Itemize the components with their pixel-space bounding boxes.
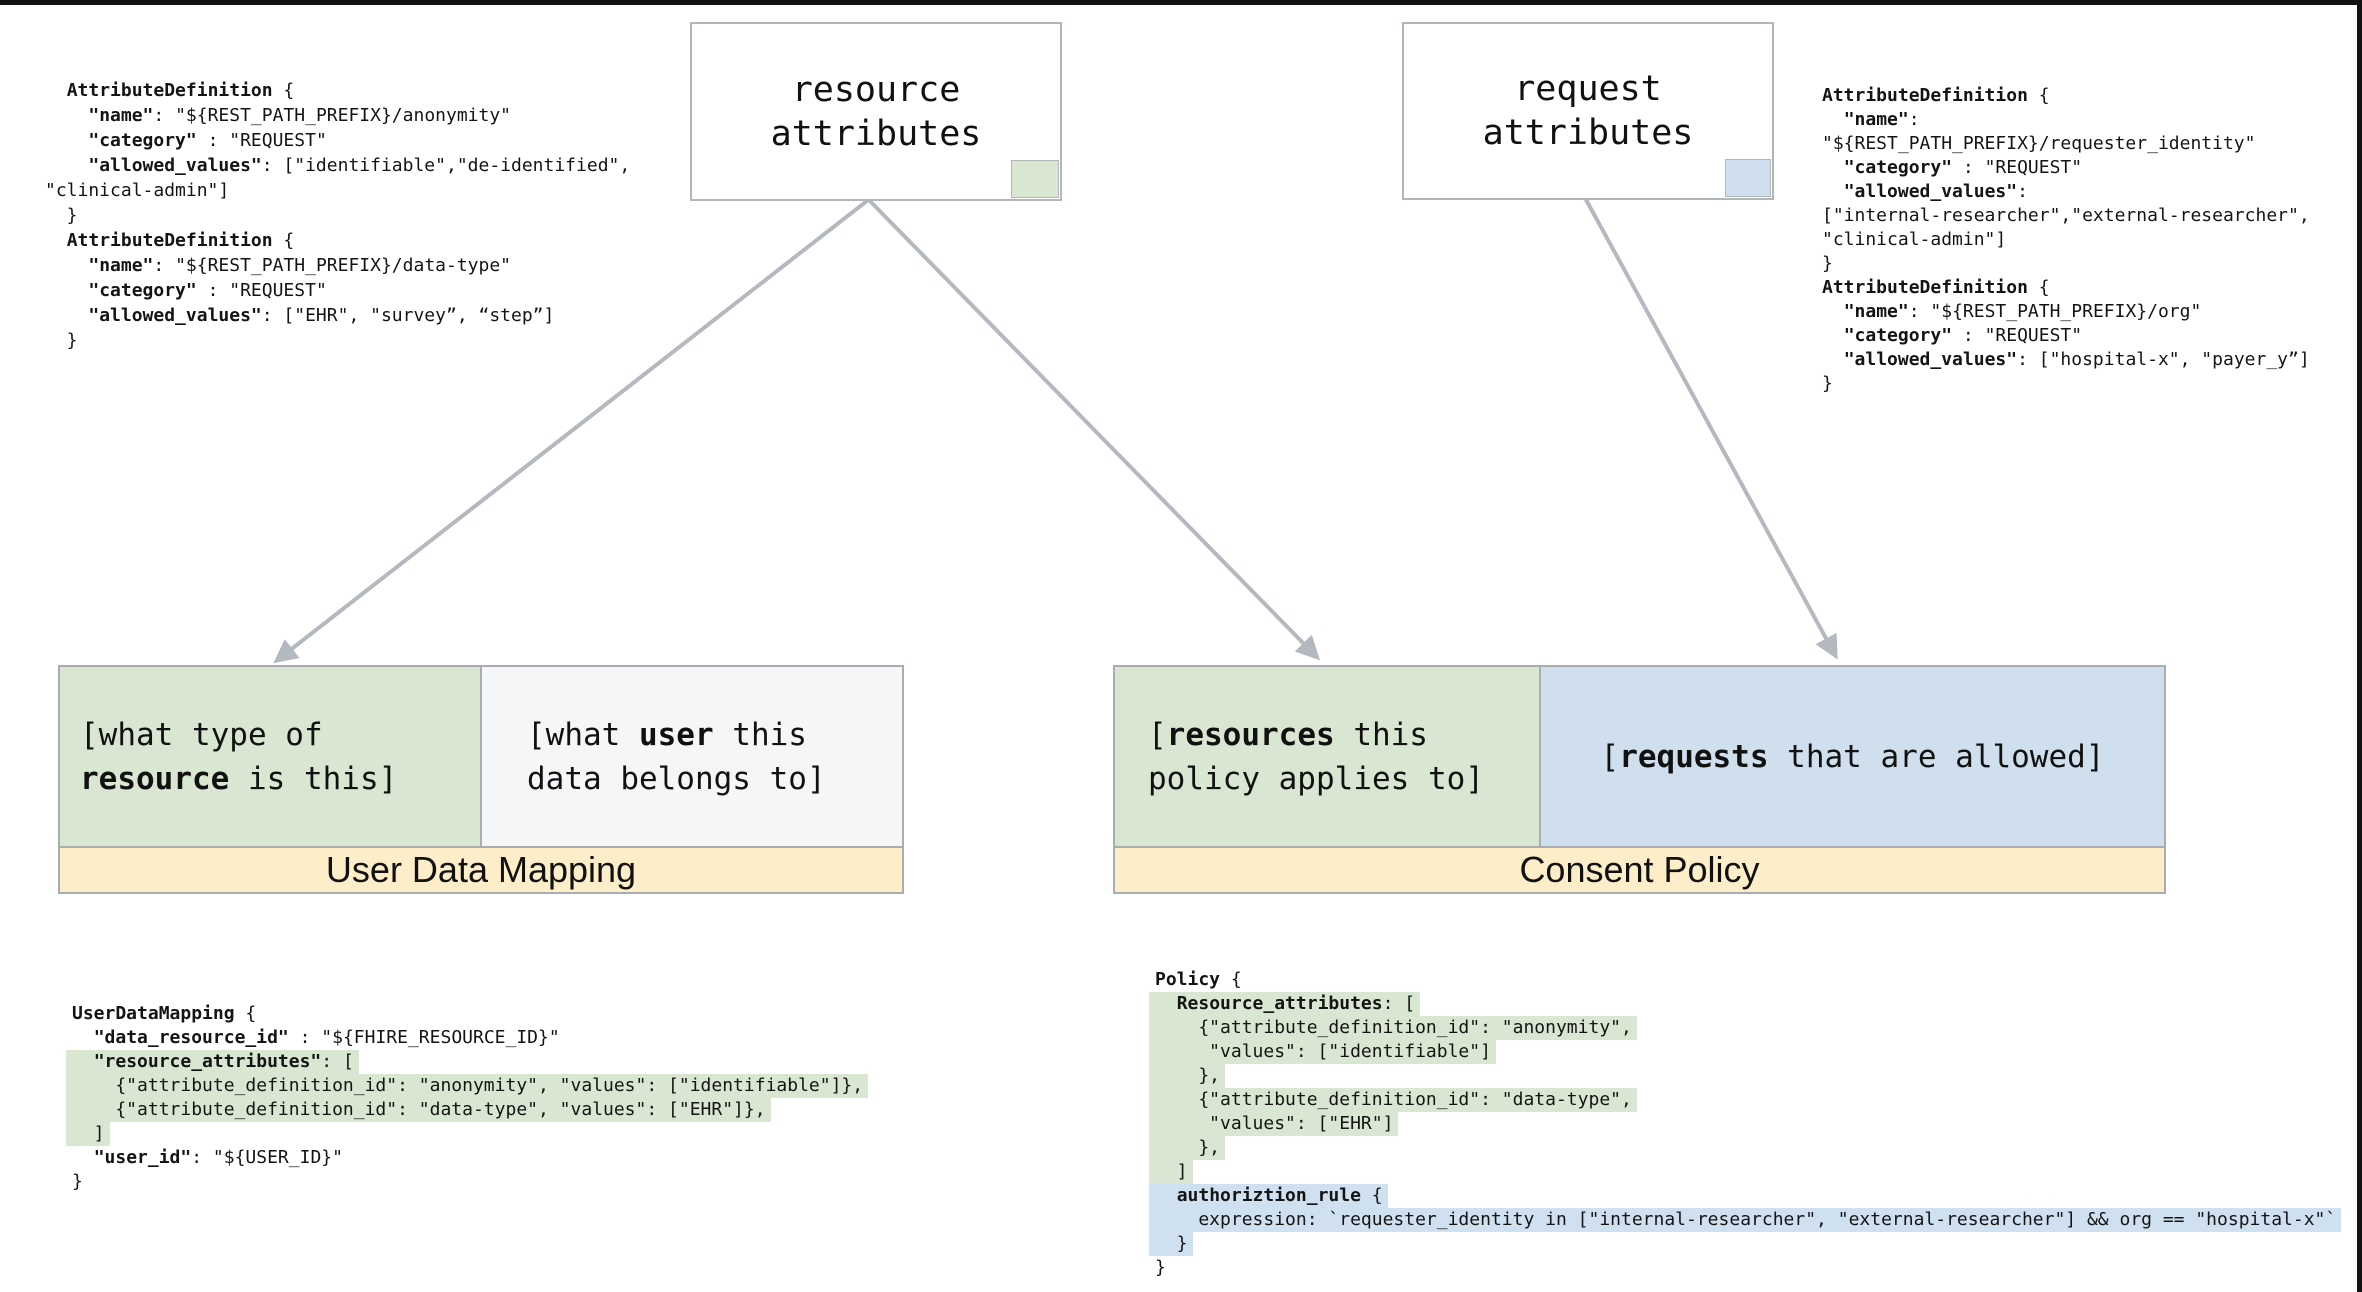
request-attribute-definitions-code: AttributeDefinition { "name":"${REST_PAT… [1822,85,2310,394]
cp-title-bar: Consent Policy [1115,846,2164,892]
policy-code: Policy { Resource_attributes: [ {"attrib… [1149,968,2342,1280]
request-color-swatch [1725,159,1771,197]
cp-title: Consent Policy [1519,849,1760,890]
cp-requests-cell: [requests that are allowed] [1539,667,2164,846]
request-attributes-label: request attributes [1482,69,1694,153]
resource-color-swatch [1011,160,1059,198]
udm-title-bar: User Data Mapping [60,846,902,892]
request-attributes-box: request attributes [1402,22,1774,200]
resource-attribute-definitions-code: AttributeDefinition { "name": "${REST_PA… [45,80,631,351]
arrow-resource-to-consent [864,195,1320,661]
resource-attributes-box: resource attributes [690,22,1062,201]
user-data-mapping-code: UserDataMapping { "data_resource_id" : "… [66,1002,869,1194]
window-right-edge [2357,0,2362,1292]
resource-attributes-label: resource attributes [770,69,982,154]
window-top-edge [0,0,2362,5]
cp-requests-text: [requests that are allowed] [1600,738,2105,775]
udm-title: User Data Mapping [325,849,637,890]
arrow-request-to-consent [1582,195,1838,660]
